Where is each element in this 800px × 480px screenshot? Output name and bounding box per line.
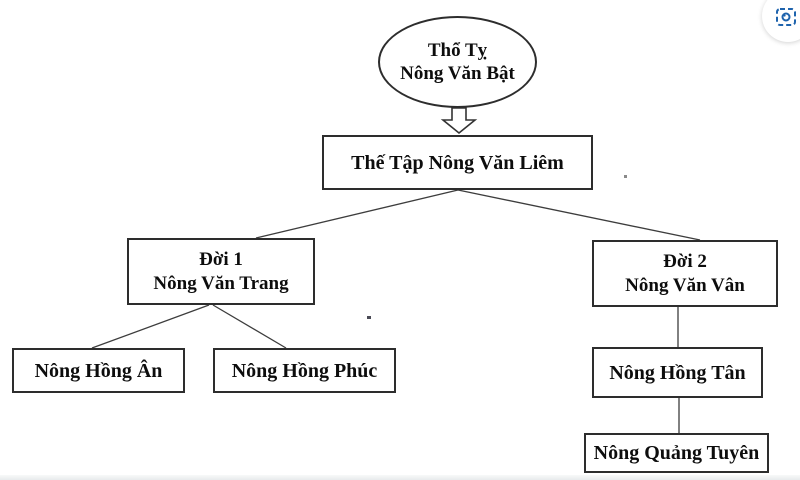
generation1-title: Đời 1 — [199, 248, 243, 270]
generation2-node: Đời 2 Nông Văn Vân — [592, 240, 778, 307]
connector-line-succ-gen1 — [255, 189, 459, 239]
child-node-an: Nông Hồng Ân — [12, 348, 185, 393]
connector-line-succ-gen2 — [457, 189, 701, 241]
grandchild-tuyen-name: Nông Quảng Tuyên — [593, 442, 760, 464]
bottom-edge-bar — [0, 475, 800, 480]
artifact-dot-2 — [624, 175, 627, 178]
successor-node: Thế Tập Nông Văn Liêm — [322, 135, 593, 190]
generation1-node: Đời 1 Nông Văn Trang — [127, 238, 315, 305]
connector-line-gen1-an — [91, 304, 210, 349]
root-title: Thổ Tỵ — [427, 40, 488, 61]
successor-name: Thế Tập Nông Văn Liêm — [351, 151, 564, 174]
child-phuc-name: Nông Hồng Phúc — [231, 359, 378, 382]
generation2-title: Đời 2 — [663, 250, 707, 272]
generation1-name: Nông Văn Trang — [153, 272, 289, 294]
child-an-name: Nông Hồng Ân — [34, 359, 163, 382]
child-node-phuc: Nông Hồng Phúc — [213, 348, 396, 393]
child-tan-name: Nông Hồng Tân — [609, 361, 746, 384]
capture-button[interactable] — [762, 0, 800, 42]
generation2-name: Nông Văn Vân — [625, 274, 745, 296]
down-block-arrow — [440, 107, 478, 135]
grandchild-node-tuyen: Nông Quảng Tuyên — [584, 433, 769, 473]
root-name: Nông Văn Bật — [400, 63, 515, 84]
screen-capture-icon — [776, 8, 796, 26]
child-node-tan: Nông Hồng Tân — [592, 347, 763, 398]
root-node-tho-ty: Thổ Tỵ Nông Văn Bật — [378, 16, 537, 108]
artifact-dot-1 — [367, 316, 371, 319]
connector-line-gen1-phuc — [212, 304, 287, 349]
